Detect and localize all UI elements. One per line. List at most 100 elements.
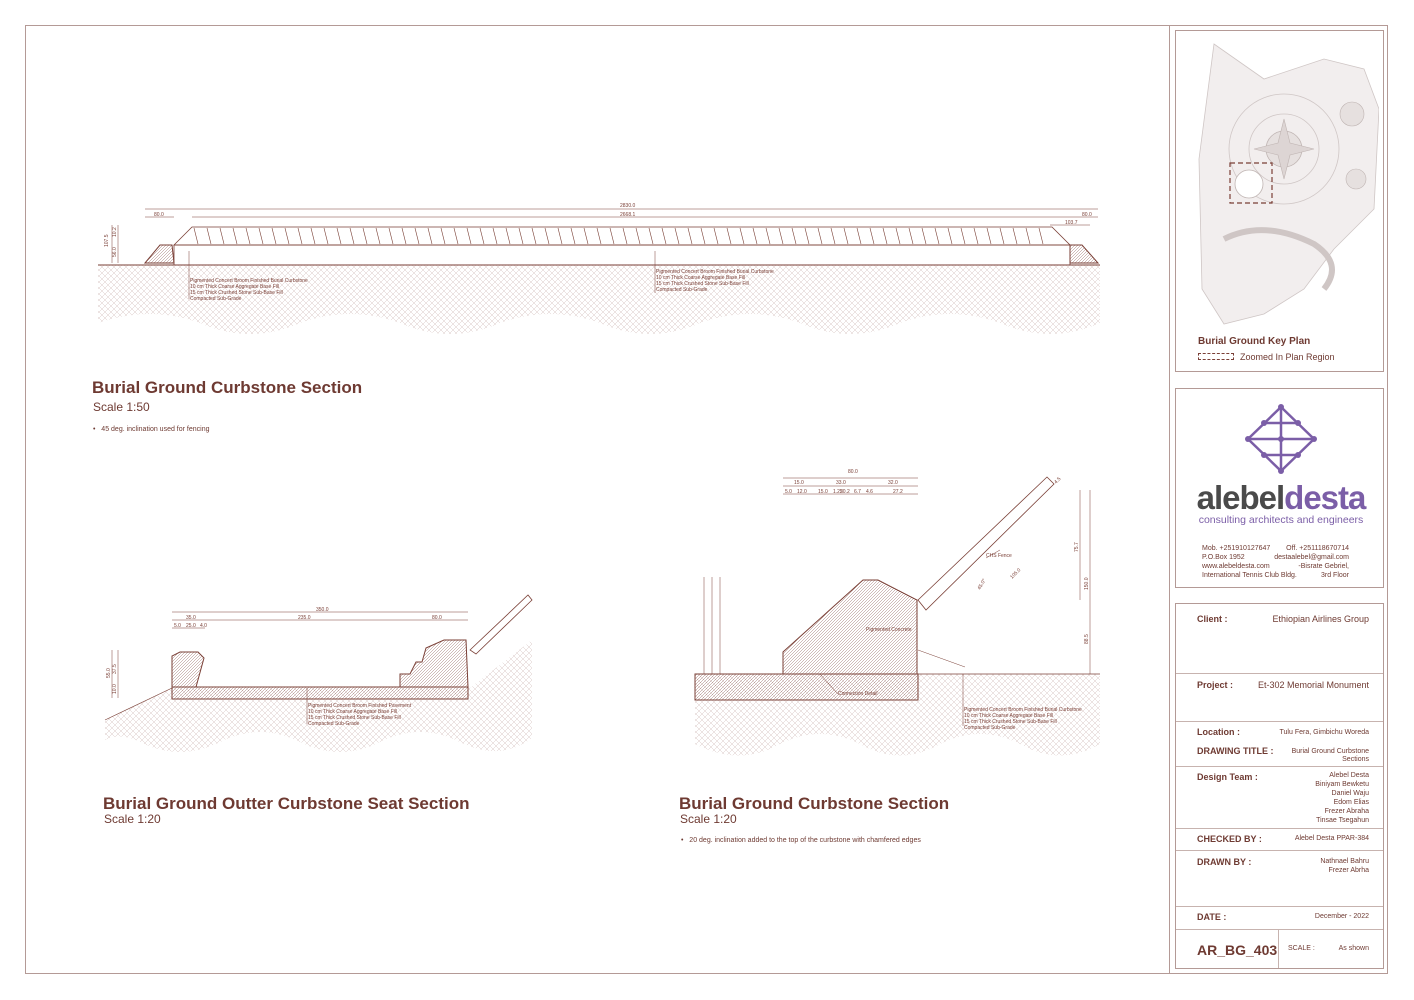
curb-dim-overall: 80.0	[848, 469, 858, 475]
curb-section-title: Burial Ground Curbstone Section	[679, 794, 950, 813]
fence-bar	[258, 227, 264, 245]
drawn-by-label: DRAWN BY :	[1197, 857, 1252, 867]
scale-label: SCALE :	[1288, 945, 1315, 952]
top-section-title: Burial Ground Curbstone Section	[92, 378, 363, 397]
top-section-scale: Scale 1:50	[93, 400, 150, 414]
top-layer-left-1: Pigmented Concert Broom Finished Burial …	[190, 278, 308, 284]
seat-dim-overall: 350.0	[316, 607, 329, 613]
seat-section-scale: Scale 1:20	[104, 812, 161, 826]
fence-bar	[531, 227, 537, 245]
fence-bar	[856, 227, 862, 245]
sheet-number: AR_BG_403	[1197, 942, 1278, 958]
fence-bar	[570, 227, 576, 245]
fence-bar	[973, 227, 979, 245]
dim-overall: 2830.0	[620, 203, 636, 209]
top-section-drawing: 2830.0 2668.1 80.0 80.0 103.7 107.5 10.2…	[98, 203, 1100, 334]
fence-bar	[297, 227, 303, 245]
fence-bar	[648, 227, 654, 245]
seat-dim-v1: 55.0	[106, 668, 112, 678]
fence-bar	[271, 227, 277, 245]
fence-bar	[1025, 227, 1031, 245]
curb-layer-4: Compacted Sub-Grade	[964, 725, 1016, 731]
curb-section-note: • 20 deg. inclination added to the top o…	[681, 837, 921, 844]
firm-off: Off. +251118670714	[1286, 545, 1349, 552]
tb-divider	[1176, 929, 1383, 930]
dim-right2: 103.7	[1065, 220, 1078, 226]
location-value: Tulu Fera, Gimbichu Woreda	[1279, 729, 1369, 736]
fence-bar	[674, 227, 680, 245]
keyplan-map	[1184, 39, 1379, 329]
dim-h2: 10.2	[112, 227, 118, 237]
design-team-label: Design Team :	[1197, 772, 1258, 782]
fence-bar	[219, 227, 225, 245]
fence-bar	[284, 227, 290, 245]
curb-label-connection: Connection Detail	[838, 691, 877, 697]
curb-dim-b: 33.0	[836, 480, 846, 486]
tb-divider	[1176, 766, 1383, 767]
checked-by-value: Alebel Desta PPAR-384	[1294, 835, 1369, 842]
fence-bar	[427, 227, 433, 245]
curb-label-fence: CHS Fence	[986, 553, 1012, 559]
curb-dim-vtotal: 150.0	[1084, 577, 1090, 590]
zoom-region-legend-icon	[1198, 353, 1234, 360]
firm-floor: 3rd Floor	[1320, 572, 1349, 579]
fence-bar	[999, 227, 1005, 245]
seat-dim-f: 4.0	[200, 623, 207, 629]
fence-bar	[232, 227, 238, 245]
fence-bar	[765, 227, 771, 245]
tb-divider	[1278, 930, 1279, 968]
date-value: December - 2022	[1314, 913, 1369, 920]
top-layer-mid-4: Compacted Sub-Grade	[656, 287, 708, 293]
fence-bar	[505, 227, 511, 245]
dim-inner: 2668.1	[620, 212, 636, 218]
curb-dim-d: 5.0	[785, 489, 792, 495]
checked-by-label: CHECKED BY :	[1197, 834, 1262, 844]
tb-divider	[1176, 850, 1383, 851]
fence-bar	[895, 227, 901, 245]
client-value: Ethiopian Airlines Group	[1272, 614, 1369, 624]
project-label: Project :	[1197, 680, 1234, 690]
fence-bar	[947, 227, 953, 245]
top-layer-mid-3: 15 cm Thick Crushed Stone Sub-Base Fill	[656, 281, 749, 287]
seat-layer-4: Compacted Sub-Grade	[308, 721, 360, 727]
top-layer-mid-2: 10 cm Thick Coarse Aggregate Base Fill	[656, 275, 745, 281]
fence-bar	[453, 227, 459, 245]
top-layer-left-2: 10 cm Thick Coarse Aggregate Base Fill	[190, 284, 279, 290]
top-layer-left-3: 15 cm Thick Crushed Stone Sub-Base Fill	[190, 290, 283, 296]
curb-dim-i: 6.7	[854, 489, 861, 495]
fence-bar	[466, 227, 472, 245]
fence-bar	[960, 227, 966, 245]
curb-layer-2: 10 cm Thick Coarse Aggregate Base Fill	[964, 713, 1053, 719]
drawing-title-label: DRAWING TITLE :	[1197, 746, 1274, 756]
curb-dim-k: 27.2	[893, 489, 903, 495]
fence-bar	[791, 227, 797, 245]
tb-divider	[1176, 828, 1383, 829]
fence-bar	[609, 227, 615, 245]
fence-bar	[544, 227, 550, 245]
firm-panel: alebeldesta consulting architects and en…	[1175, 388, 1384, 588]
fence-bar	[440, 227, 446, 245]
date-label: DATE :	[1197, 912, 1227, 922]
seat-dim-d: 5.0	[174, 623, 181, 629]
titleblock-divider	[1169, 26, 1170, 973]
curb-dim-f: 15.0	[818, 489, 828, 495]
fence-bar	[830, 227, 836, 245]
tb-divider	[1176, 673, 1383, 674]
curb-dim-vlow: 88.5	[1084, 634, 1090, 644]
curb-dim-fence-w: 4.5	[1053, 476, 1062, 485]
fence-bar	[739, 227, 745, 245]
fence-bar	[596, 227, 602, 245]
fence-bar	[622, 227, 628, 245]
fence-bar	[635, 227, 641, 245]
scale-value: As shown	[1338, 945, 1369, 952]
fence-bar	[245, 227, 251, 245]
seat-section-drawing: 350.0 35.0 235.0 80.0 5.0 25.0 4.0 55.0 …	[104, 594, 533, 752]
curb-dim-e: 12.0	[797, 489, 807, 495]
fence-bar	[817, 227, 823, 245]
fence-bar	[687, 227, 693, 245]
curbstone-section-drawing: 80.0 15.0 33.0 32.0 5.0 12.0 15.0 1.25 2…	[694, 469, 1100, 756]
seat-dim-b: 235.0	[298, 615, 311, 621]
fence-bar	[778, 227, 784, 245]
fence-bar	[479, 227, 485, 245]
firm-web: www.alebeldesta.com	[1202, 563, 1270, 570]
